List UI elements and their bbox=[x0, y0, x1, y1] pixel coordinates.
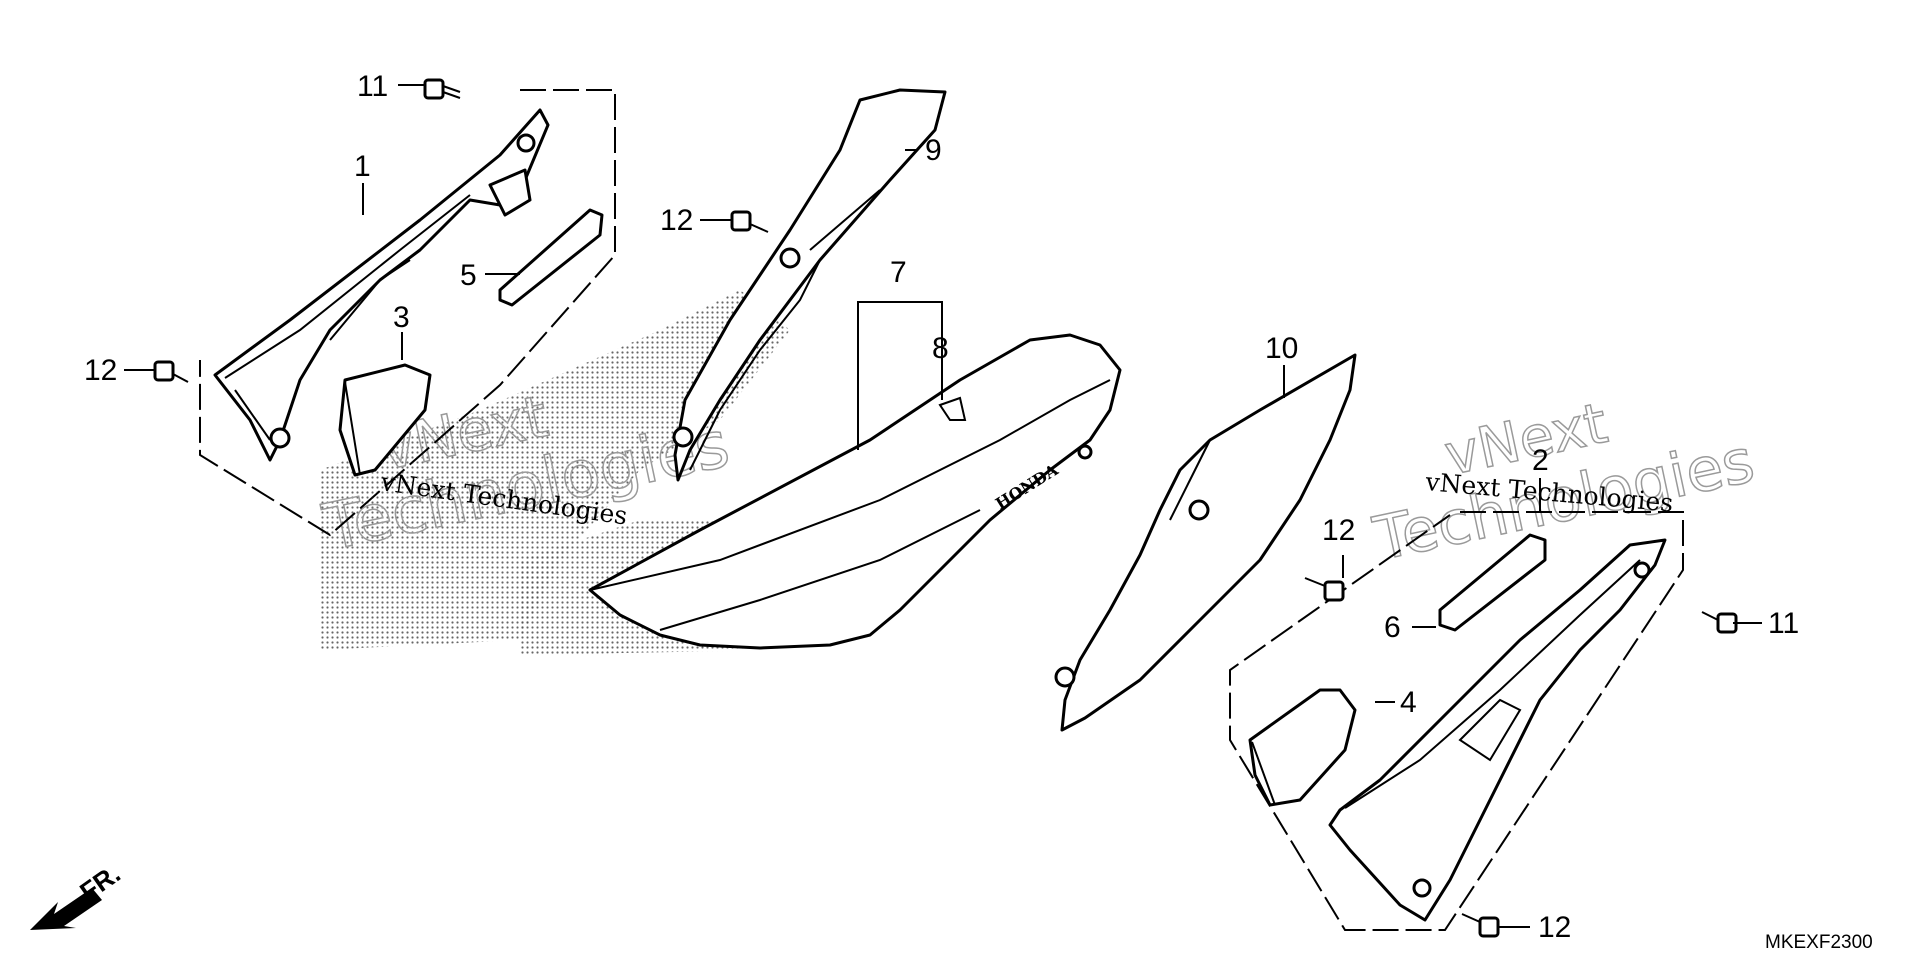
part-5-strip bbox=[498, 208, 604, 307]
label-12-plate: 12 bbox=[1322, 514, 1355, 547]
part-2-right-side-cover bbox=[1229, 511, 1684, 931]
bolt-12-left bbox=[153, 360, 189, 383]
label-12-bottom: 12 bbox=[1538, 911, 1571, 944]
bolt-12-bottom bbox=[1461, 913, 1500, 938]
label-3: 3 bbox=[393, 301, 410, 334]
part-labels: 11 1 12 3 5 12 9 7 8 10 12 2 11 6 4 12 bbox=[84, 70, 1799, 944]
label-2: 2 bbox=[1532, 444, 1549, 477]
part-4-pad bbox=[1248, 688, 1357, 807]
part-1-left-side-cover bbox=[199, 89, 616, 537]
bolt-11-top bbox=[423, 78, 461, 100]
label-7: 7 bbox=[890, 256, 907, 289]
label-8: 8 bbox=[932, 332, 949, 365]
label-12-mid: 12 bbox=[660, 204, 693, 237]
front-arrow-icon bbox=[30, 888, 102, 930]
label-1: 1 bbox=[354, 150, 371, 183]
label-12-left: 12 bbox=[84, 354, 117, 387]
leader-lines bbox=[124, 84, 1762, 928]
label-4: 4 bbox=[1400, 686, 1417, 719]
part-7-seat: HONDA bbox=[588, 333, 1122, 650]
label-6: 6 bbox=[1384, 611, 1401, 644]
label-10: 10 bbox=[1265, 332, 1298, 365]
bolt-12-mid bbox=[730, 210, 769, 233]
bolts bbox=[153, 78, 1738, 938]
label-5: 5 bbox=[460, 259, 477, 292]
bolt-11-right bbox=[1701, 611, 1738, 634]
label-11-right: 11 bbox=[1768, 607, 1799, 640]
part-10-side-plate bbox=[1054, 353, 1357, 732]
bolt-12-plate bbox=[1304, 577, 1345, 602]
drawing-code: MKEXF2300 bbox=[1765, 932, 1873, 953]
part-9-upper-panel bbox=[672, 88, 947, 482]
part-6-strip bbox=[1438, 533, 1547, 632]
label-9: 9 bbox=[925, 134, 942, 167]
label-11-top: 11 bbox=[357, 70, 388, 103]
part-3-pad bbox=[338, 363, 432, 477]
front-direction-marker: FR. bbox=[30, 858, 126, 930]
